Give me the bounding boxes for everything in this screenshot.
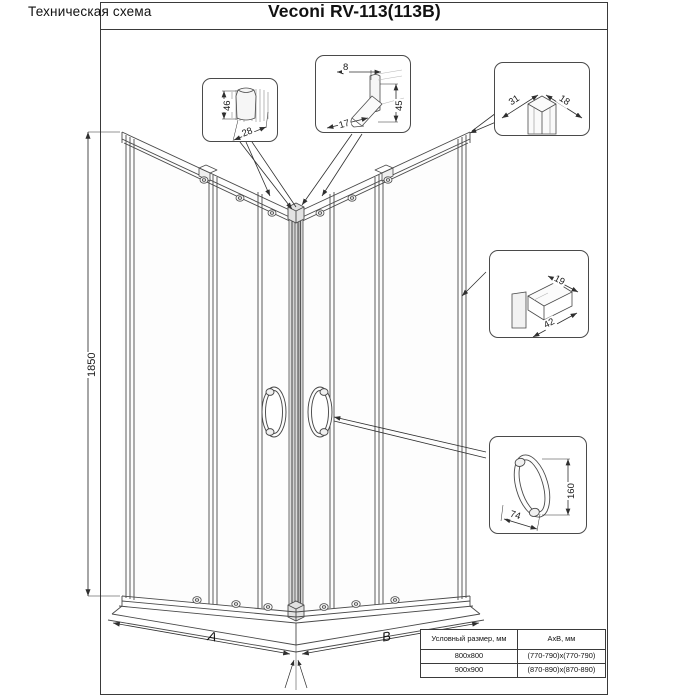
dimension-line-b xyxy=(301,621,480,656)
drawing-title-left: Техническая схема xyxy=(28,4,152,19)
table-row: 900x900 (870-890)x(870-890) xyxy=(420,663,607,678)
table-header-nominal-size: Условный размер, мм xyxy=(420,629,518,650)
callout-leader-lines xyxy=(239,112,497,459)
table-cell-axb-900: (870-890)x(870-890) xyxy=(516,663,607,678)
table-header-axb: AxB, мм xyxy=(516,629,607,650)
door-handle-left xyxy=(261,386,287,438)
table-cell-axb-800: (770-790)x(770-790) xyxy=(516,649,607,664)
title-block xyxy=(100,2,608,30)
door-handle-right xyxy=(307,386,333,438)
table-cell-nominal-900: 900x900 xyxy=(420,663,518,678)
table-row: 800x800 (770-790)x(770-790) xyxy=(420,649,607,664)
drawing-title-right: Veconi RV-113(113B) xyxy=(268,1,441,21)
size-specification-table: Условный размер, мм AxB, мм 800x800 (770… xyxy=(420,629,607,678)
table-header-row: Условный размер, мм AxB, мм xyxy=(420,629,607,650)
dimension-line-a xyxy=(112,621,291,656)
dimension-1850: 1850 xyxy=(86,351,98,378)
table-cell-nominal-800: 800x800 xyxy=(420,649,518,664)
dimension-label-b: B xyxy=(380,628,392,645)
drawing-frame-border xyxy=(100,2,608,695)
dimension-8: 8 xyxy=(342,62,350,73)
dimension-160: 160 xyxy=(566,482,577,500)
